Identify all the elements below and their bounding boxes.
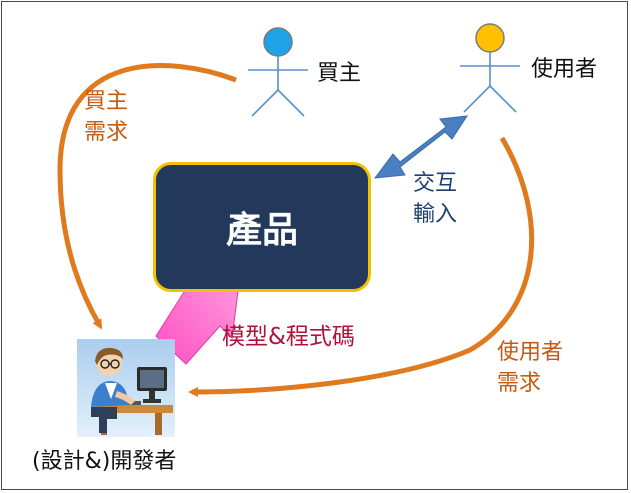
developer-label: (設計&)開發者 xyxy=(32,449,177,474)
user-requirements-arrow xyxy=(188,136,535,397)
user-requirements-line1: 使用者 xyxy=(497,340,564,365)
buyer-requirements-line1: 買主 xyxy=(84,89,129,114)
user-requirements-label: 使用者 需求 xyxy=(497,338,563,400)
developer-icon xyxy=(77,339,175,437)
developer-at-computer-icon xyxy=(77,339,175,437)
user-actor-icon xyxy=(460,23,520,113)
user-requirements-line2: 需求 xyxy=(497,370,542,396)
buyer-actor-icon xyxy=(248,27,308,117)
interaction-label: 交互 輸入 xyxy=(413,169,457,231)
interaction-double-arrow xyxy=(373,115,468,179)
user-label: 使用者 xyxy=(531,57,598,82)
buyer-label: 買主 xyxy=(317,61,362,86)
buyer-requirements-line2: 需求 xyxy=(84,119,129,145)
model-code-label: 模型&程式碼 xyxy=(222,324,355,350)
interaction-line1: 交互 xyxy=(413,171,458,196)
buyer-requirements-arrow xyxy=(57,63,237,330)
interaction-line2: 輸入 xyxy=(413,201,458,227)
product-label: 產品 xyxy=(225,210,298,251)
buyer-requirements-label: 買主 需求 xyxy=(84,87,128,149)
product-node: 產品 xyxy=(153,162,371,292)
